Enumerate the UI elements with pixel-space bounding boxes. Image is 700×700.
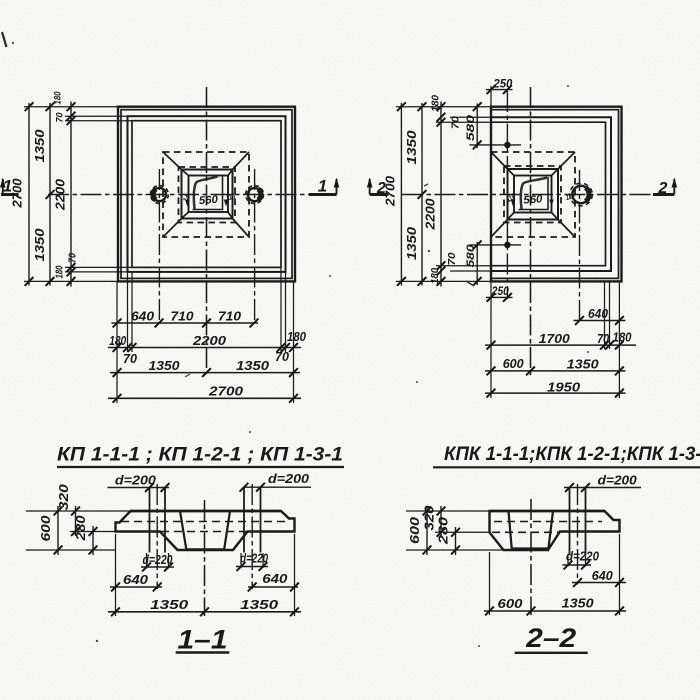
svg-text:1–1: 1–1 xyxy=(178,625,228,655)
svg-text:70: 70 xyxy=(597,331,610,346)
svg-text:1350: 1350 xyxy=(149,358,181,373)
svg-text:250: 250 xyxy=(491,284,509,298)
svg-text:250: 250 xyxy=(492,77,512,91)
svg-text:1350: 1350 xyxy=(150,597,189,612)
svg-text:180: 180 xyxy=(431,94,442,111)
svg-text:d=200: d=200 xyxy=(268,471,310,486)
svg-text:600: 600 xyxy=(503,356,525,371)
svg-text:2700: 2700 xyxy=(10,178,25,209)
svg-text:d=220: d=220 xyxy=(566,549,600,564)
svg-text:1700: 1700 xyxy=(539,331,571,346)
svg-text:d=200: d=200 xyxy=(598,472,638,487)
svg-text:70: 70 xyxy=(123,351,138,366)
svg-text:d=220: d=220 xyxy=(240,551,269,566)
svg-text:КПК 1-1-1;КПК 1-2-1;КПК 1-3-1: КПК 1-1-1;КПК 1-2-1;КПК 1-3-1 xyxy=(444,444,700,465)
svg-text:1350: 1350 xyxy=(567,356,600,371)
svg-text:d=220: d=220 xyxy=(143,552,174,567)
svg-text:180: 180 xyxy=(53,91,64,105)
svg-text:320: 320 xyxy=(56,483,71,510)
svg-text:280: 280 xyxy=(436,516,451,545)
svg-text:710: 710 xyxy=(218,309,242,324)
svg-text:70: 70 xyxy=(55,112,66,123)
svg-text:320: 320 xyxy=(422,505,437,531)
svg-text:1350: 1350 xyxy=(32,129,47,163)
svg-text:14: 14 xyxy=(181,193,193,204)
svg-text:640: 640 xyxy=(592,568,614,583)
svg-text:1350: 1350 xyxy=(32,228,47,262)
svg-text:580: 580 xyxy=(465,114,477,141)
svg-text:70: 70 xyxy=(451,116,462,130)
svg-text:1350: 1350 xyxy=(236,358,270,373)
svg-text:2: 2 xyxy=(376,180,386,197)
svg-text:110: 110 xyxy=(225,191,236,202)
svg-text:70: 70 xyxy=(447,252,458,266)
svg-text:180: 180 xyxy=(287,329,307,344)
svg-text:560: 560 xyxy=(523,193,544,206)
svg-text:2: 2 xyxy=(658,180,668,197)
svg-text:640: 640 xyxy=(131,309,155,324)
svg-text:1350: 1350 xyxy=(404,226,419,260)
svg-text:560: 560 xyxy=(198,194,219,207)
svg-text:600: 600 xyxy=(498,596,524,611)
svg-text:2200: 2200 xyxy=(423,198,438,231)
svg-text:180: 180 xyxy=(109,333,127,348)
svg-text:640: 640 xyxy=(123,572,149,587)
svg-text:600: 600 xyxy=(407,516,422,544)
svg-text:640: 640 xyxy=(262,571,288,586)
svg-text:580: 580 xyxy=(465,243,477,267)
svg-text:1350: 1350 xyxy=(240,597,279,612)
svg-text:1: 1 xyxy=(318,177,327,196)
svg-text:1350: 1350 xyxy=(404,130,419,165)
svg-text:640: 640 xyxy=(588,306,609,321)
svg-text:280: 280 xyxy=(73,515,88,542)
svg-text:1350: 1350 xyxy=(562,595,595,610)
svg-text:2700: 2700 xyxy=(208,384,244,399)
svg-text:2700: 2700 xyxy=(383,175,398,207)
svg-text:180: 180 xyxy=(55,265,66,278)
svg-text:70: 70 xyxy=(275,349,290,364)
svg-text:2–2: 2–2 xyxy=(525,623,576,653)
svg-text:180: 180 xyxy=(430,267,441,283)
svg-text:110: 110 xyxy=(565,191,576,202)
svg-text:d=200: d=200 xyxy=(115,472,157,487)
svg-text:1950: 1950 xyxy=(547,380,581,395)
svg-text:710: 710 xyxy=(171,309,195,324)
svg-text:2200: 2200 xyxy=(192,333,227,348)
svg-text:600: 600 xyxy=(38,515,53,542)
svg-text:1: 1 xyxy=(3,177,12,196)
svg-text:180: 180 xyxy=(613,330,633,345)
svg-text:КП 1-1-1 ; КП 1-2-1 ; КП 1-3-1: КП 1-1-1 ; КП 1-2-1 ; КП 1-3-1 xyxy=(57,445,343,466)
svg-text:70: 70 xyxy=(68,253,79,263)
svg-text:2200: 2200 xyxy=(53,178,68,211)
